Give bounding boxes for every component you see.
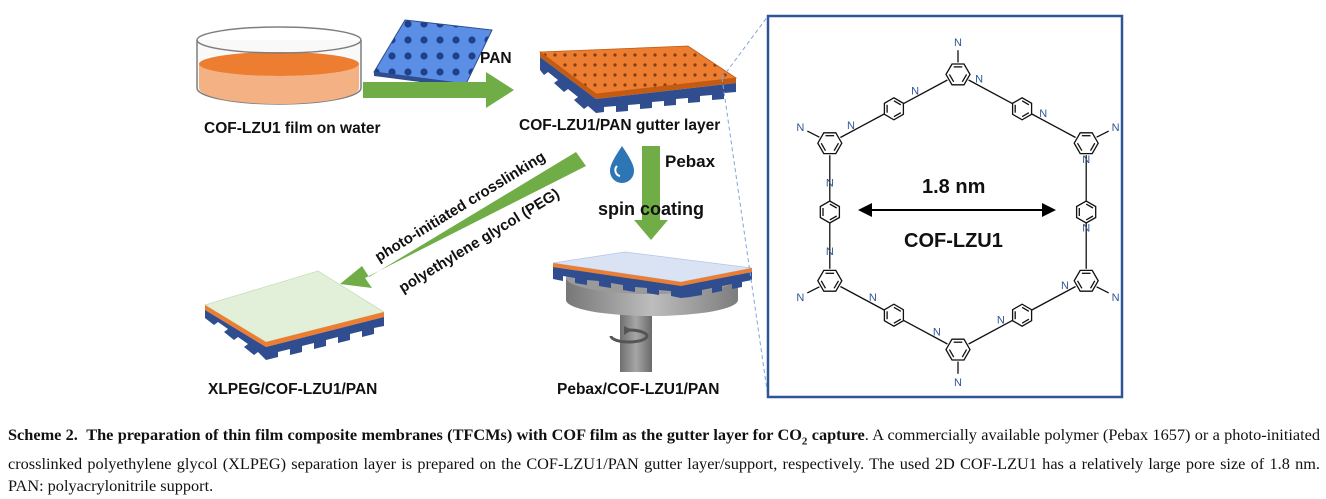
pan-support-icon [373, 19, 493, 88]
bond [968, 79, 1013, 105]
pan-label: PAN [480, 50, 512, 67]
double-bond [961, 349, 968, 358]
double-bond [1021, 100, 1030, 106]
nitrogen-atom-label: N [997, 315, 1005, 327]
double-bond [829, 203, 838, 209]
benzene-ring [1073, 132, 1099, 155]
bond [840, 285, 885, 311]
petri-dish-icon [196, 26, 362, 105]
caption-subscript: 2 [801, 435, 808, 448]
double-bond [893, 318, 902, 324]
nitrogen-atom-label: N [975, 74, 983, 86]
spin-coating-label: spin coating [598, 199, 705, 219]
double-bond [1076, 280, 1083, 289]
bond [840, 113, 885, 139]
nitrogen-atom-label: N [796, 292, 804, 304]
arrow-right-icon [363, 72, 514, 108]
double-bond [1085, 215, 1094, 221]
caption-title: The preparation of thin film composite m… [86, 425, 802, 444]
double-bond [893, 306, 902, 312]
double-bond [833, 280, 840, 289]
bond [807, 286, 820, 294]
benzene-ring [945, 338, 971, 361]
zoom-line-bottom [721, 77, 769, 398]
arrow-down-icon [634, 146, 668, 240]
pebax-membrane-icon [552, 251, 753, 298]
bond [903, 79, 948, 105]
nitrogen-atom-label: N [826, 177, 834, 189]
scheme-number: Scheme 2. [8, 425, 78, 444]
double-bond [820, 142, 827, 152]
double-bond [1021, 318, 1030, 324]
double-bond [1089, 142, 1096, 152]
structure-box [766, 14, 1124, 399]
benzene-ring [1073, 269, 1099, 292]
double-bond [1021, 112, 1030, 118]
nitrogen-atom-label: N [1039, 108, 1047, 120]
pore-size-label: 1.8 nm [922, 176, 986, 198]
scheme-figure: N N N N N N N N N N N N N N N N N N [196, 14, 1124, 399]
arrow-down-left-icon [340, 152, 586, 288]
benzene-ring [817, 269, 843, 292]
nitrogen-atom-label: N [954, 37, 962, 49]
nitrogen-atom-label: N [933, 326, 941, 338]
gutter-layer-label: COF-LZU1/PAN gutter layer [519, 117, 721, 134]
benzene-ring [883, 97, 905, 121]
pebax-product-label: Pebax/COF-LZU1/PAN [557, 381, 720, 398]
benzene-ring [1011, 97, 1033, 121]
nitrogen-atom-label: N [1112, 292, 1120, 304]
benzene-ring [817, 132, 843, 155]
nitrogen-atom-label: N [1082, 154, 1090, 166]
cof-on-water-label: COF-LZU1 film on water [204, 120, 381, 137]
nitrogen-atom-label: N [1061, 280, 1069, 292]
bond [807, 130, 820, 138]
caption-title-end: capture [807, 425, 865, 444]
double-bond [1021, 306, 1030, 312]
bond [1096, 130, 1109, 138]
double-bond [1085, 203, 1094, 209]
framework-name-label: COF-LZU1 [904, 230, 1003, 252]
bond [1031, 285, 1076, 311]
bond [903, 319, 948, 345]
cof-lzu1-structure: N N N N N N N N N N N N N N N N N N [796, 37, 1119, 389]
double-bond [1076, 142, 1083, 152]
double-bond [893, 112, 902, 118]
nitrogen-atom-label: N [1082, 223, 1090, 235]
water-drop-icon [610, 146, 634, 183]
nitrogen-atom-label: N [847, 120, 855, 132]
double-bond [833, 142, 840, 152]
pore-size-arrow [858, 203, 1056, 217]
benzene-ring [1011, 303, 1033, 327]
nitrogen-atom-label: N [869, 292, 877, 304]
figure-caption: Scheme 2. The preparation of thin film c… [8, 424, 1320, 498]
bond [1096, 286, 1109, 294]
xlpeg-product-label: XLPEG/COF-LZU1/PAN [208, 381, 378, 398]
double-bond [829, 215, 838, 221]
nitrogen-atom-label: N [796, 122, 804, 134]
double-bond [948, 74, 955, 83]
nitrogen-atom-label: N [954, 377, 962, 389]
pebax-label: Pebax [665, 152, 716, 171]
double-bond [948, 349, 955, 358]
double-bond [820, 280, 827, 289]
xlpeg-membrane-icon [204, 270, 386, 360]
bond [968, 319, 1013, 345]
caption-body: . A commercially available polymer (Peba… [8, 425, 1320, 496]
zoom-line-top [721, 15, 769, 79]
benzene-ring [945, 63, 971, 86]
double-bond [1089, 280, 1096, 289]
double-bond [961, 74, 968, 83]
bond [1031, 113, 1076, 139]
double-bond [893, 100, 902, 106]
gutter-layer-icon [538, 45, 738, 113]
nitrogen-atom-label: N [911, 85, 919, 97]
benzene-ring [883, 303, 905, 327]
nitrogen-atom-label: N [1112, 122, 1120, 134]
nitrogen-atom-label: N [826, 246, 834, 258]
